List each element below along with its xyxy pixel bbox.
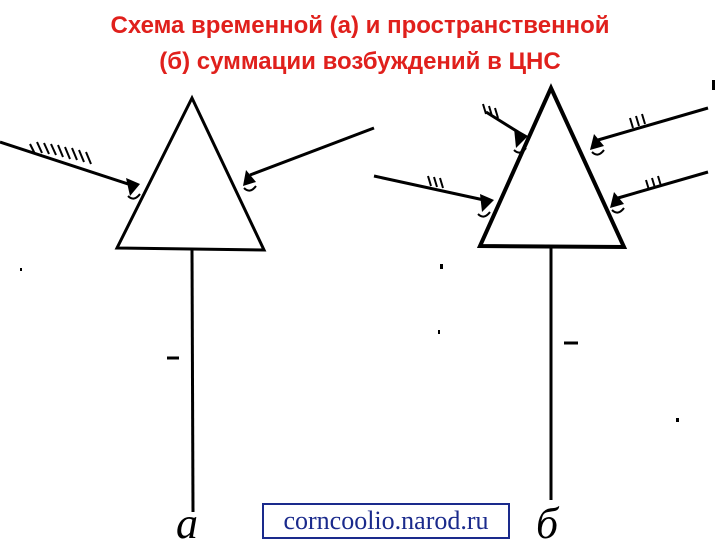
slide-title-line-2: (б) суммации возбуждений в ЦНС (159, 48, 561, 75)
synapse-a-left (126, 178, 141, 200)
axon-a (190, 249, 195, 513)
input-fiber-b-2 (373, 174, 485, 202)
neuron-body-b (476, 83, 628, 250)
scan-specks (20, 80, 715, 422)
slide-title: Схема временной (а) и пространственной (… (0, 8, 720, 80)
synapse-b-3 (590, 134, 605, 156)
scheme-b (373, 83, 709, 500)
impulse-marks-b-1 (482, 103, 499, 119)
scheme-a (0, 94, 375, 513)
label-b: б (536, 499, 560, 540)
synapse-b-2 (477, 194, 494, 218)
slide-title-line-1: Схема временной (а) и пространственной (110, 12, 610, 39)
synapse-b-4 (610, 192, 625, 214)
watermark-site: corncoolio.narod.ru (262, 503, 510, 539)
label-a: a (176, 499, 198, 540)
impulse-marks-a (29, 141, 92, 165)
synapse-b-1 (513, 128, 528, 154)
input-fiber-b-3 (597, 106, 709, 142)
impulse-marks-b-2 (427, 175, 444, 189)
input-fiber-left-a (0, 140, 129, 186)
input-fiber-b-4 (617, 170, 709, 200)
impulse-marks-b-4 (645, 175, 662, 191)
neuron-body-a (114, 94, 267, 252)
impulse-marks-b-3 (629, 113, 646, 129)
input-fiber-right-a (249, 126, 375, 177)
synapse-a-right (243, 170, 257, 192)
